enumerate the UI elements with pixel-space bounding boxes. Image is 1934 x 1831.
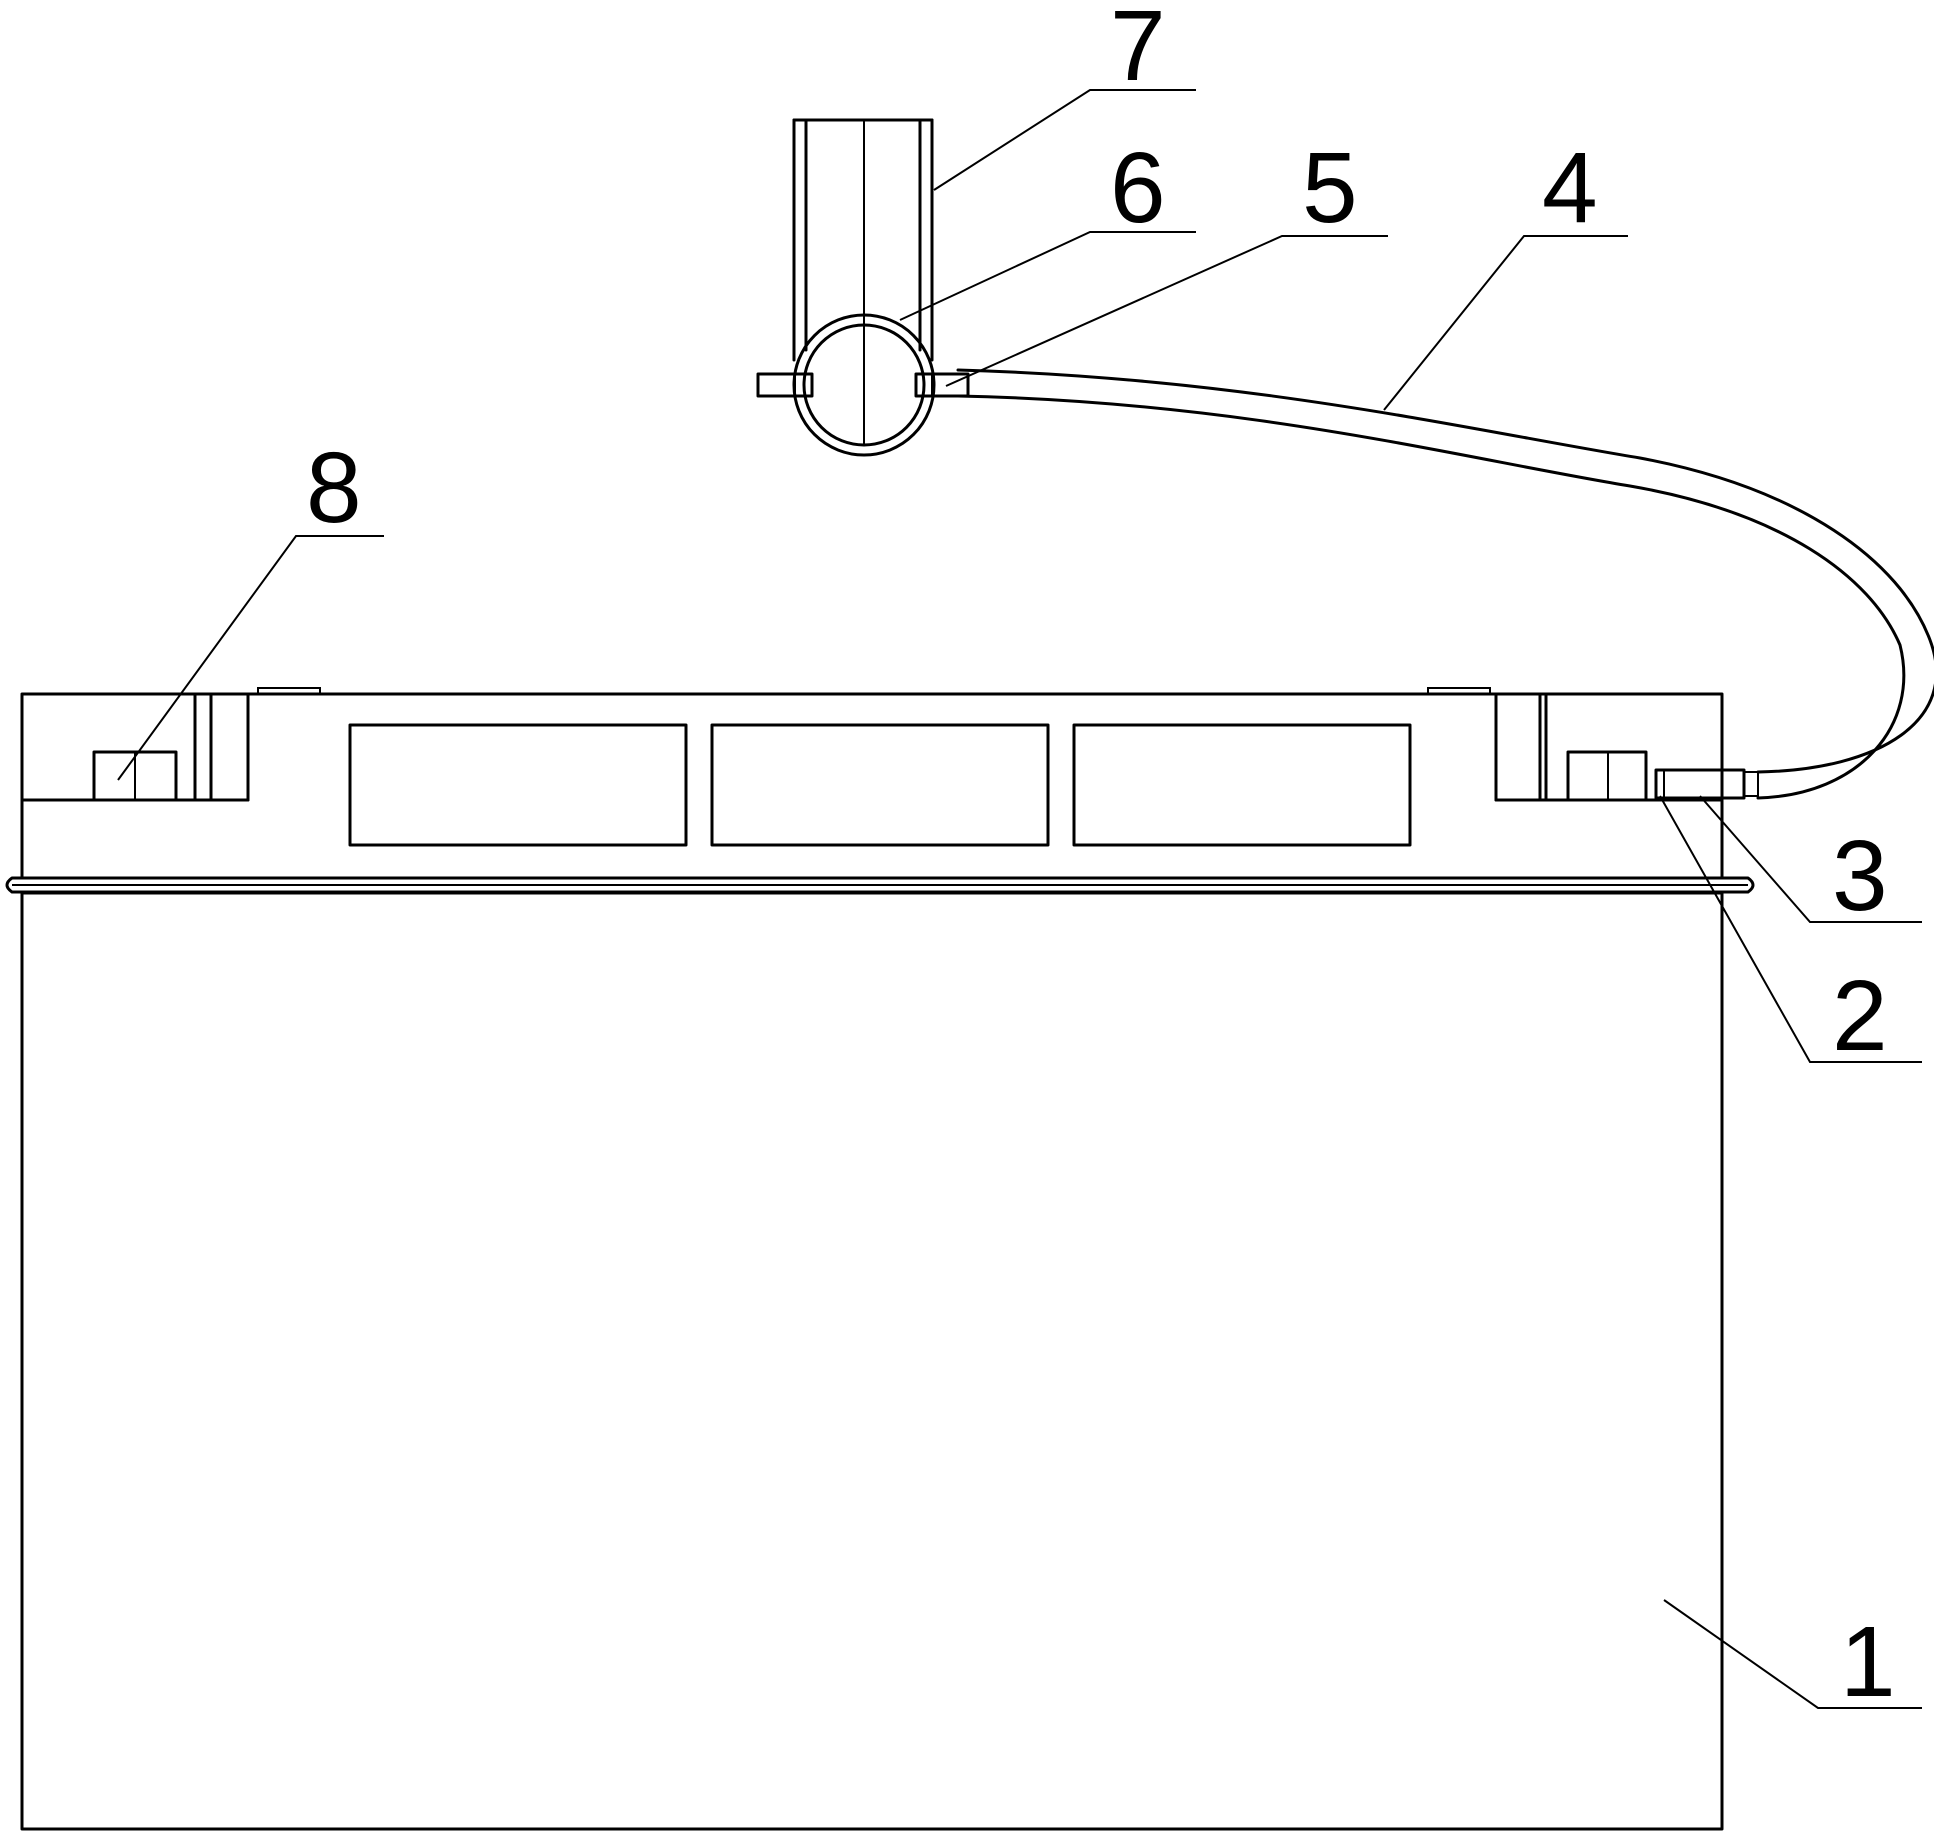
leader-5 (945, 235, 1388, 387)
callout-1: 1 (1840, 1606, 1896, 1718)
lid-outline (20, 692, 1724, 880)
lid-tab-left (257, 687, 321, 695)
lid-panel-3 (1072, 723, 1412, 847)
callout-4: 4 (1542, 132, 1598, 244)
connector-body (1654, 768, 1746, 800)
leader-7 (933, 89, 1196, 191)
container-rim (5, 876, 1755, 894)
lid-panel-2 (710, 723, 1050, 847)
leader-8 (117, 535, 384, 781)
leader-lines (117, 89, 1922, 1709)
right-terminal-post (1538, 692, 1548, 802)
connector-collar (1743, 771, 1759, 797)
callout-labels: 7 6 5 4 8 3 2 1 (306, 0, 1896, 1718)
clamp-right-ear (914, 372, 970, 398)
leader-1 (1663, 1599, 1922, 1709)
leader-6 (899, 231, 1196, 321)
container-lid (20, 687, 1724, 880)
left-terminal (92, 692, 213, 802)
container-body (5, 876, 1755, 1831)
clamp-left-ear (756, 372, 814, 398)
left-terminal-post (193, 692, 213, 802)
leader-3 (1699, 795, 1922, 923)
callout-6: 6 (1110, 132, 1166, 244)
hose (956, 368, 1934, 800)
hose-lower-edge (956, 394, 1906, 800)
callout-3: 3 (1832, 820, 1888, 932)
callout-7: 7 (1110, 0, 1166, 102)
vertical-pipe (792, 118, 934, 446)
hose-upper-edge (956, 368, 1934, 774)
callout-2: 2 (1832, 960, 1888, 1072)
connector-fitting (1654, 768, 1759, 800)
leader-2 (1659, 795, 1922, 1063)
leader-4 (1383, 235, 1628, 411)
clamp-ring-inner (802, 323, 926, 447)
lid-panel-1 (348, 723, 688, 847)
right-terminal (1538, 692, 1648, 802)
lid-tab-right (1427, 687, 1491, 695)
callout-5: 5 (1302, 132, 1358, 244)
callout-8: 8 (306, 432, 362, 544)
pipe-clamp (756, 313, 970, 457)
container-lower-body (20, 891, 1724, 1831)
